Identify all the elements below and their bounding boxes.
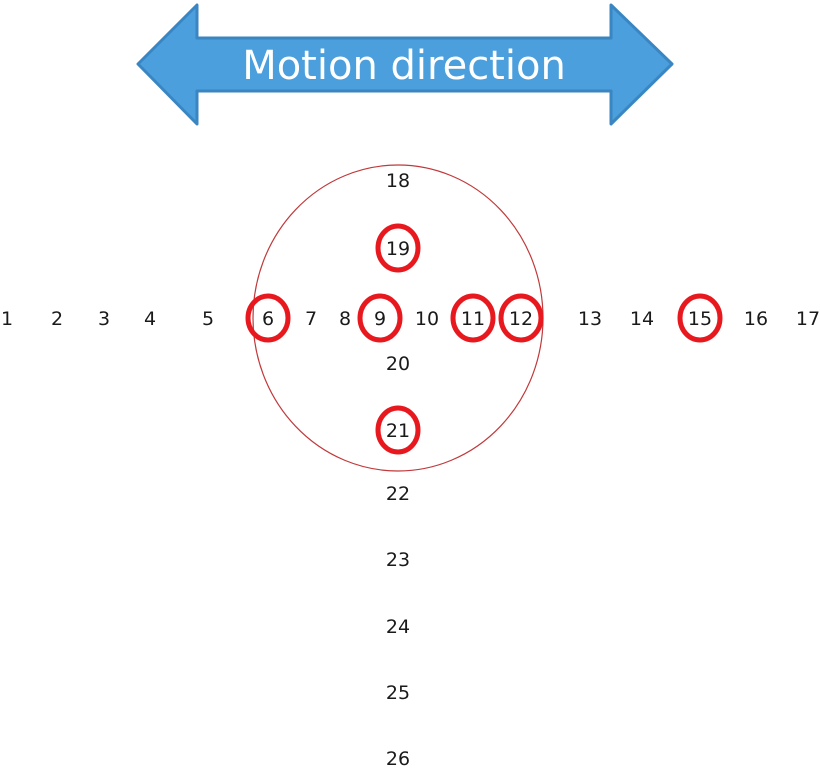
vertical-point-label: 25 [386,682,410,704]
vertical-point: 24 [386,616,410,638]
horizontal-point-label: 11 [461,308,485,330]
vertical-point-column: 18 19 20 21 22 23 24 25 26 [375,170,421,768]
highlight-circle [375,223,421,273]
vertical-point: 20 [386,353,410,375]
horizontal-point-label: 1 [1,308,13,330]
highlight-circle [357,293,403,343]
horizontal-point-label: 2 [51,308,63,330]
horizontal-point: 8 [339,308,351,330]
horizontal-point-label: 8 [339,308,351,330]
vertical-point-label: 18 [386,170,410,192]
vertical-point-label: 22 [386,483,410,505]
horizontal-point: 12 [498,293,544,343]
vertical-point: 18 [386,170,410,192]
motion-direction-arrow: Motion direction [136,3,674,126]
horizontal-point: 10 [415,308,439,330]
horizontal-point-label: 9 [374,308,386,330]
double-arrow-icon [136,3,674,126]
horizontal-point-label: 16 [744,308,768,330]
vertical-point: 19 [375,223,421,273]
vertical-point-label: 23 [386,549,410,571]
highlight-circle [677,293,723,343]
horizontal-point-label: 17 [796,308,820,330]
horizontal-point-label: 7 [305,308,317,330]
horizontal-point-label: 14 [630,308,654,330]
vertical-point: 21 [375,405,421,455]
vertical-point-label: 24 [386,616,410,638]
horizontal-point: 5 [202,308,214,330]
horizontal-point: 7 [305,308,317,330]
horizontal-point: 1 [1,308,13,330]
horizontal-point: 14 [630,308,654,330]
horizontal-point: 16 [744,308,768,330]
horizontal-point: 17 [796,308,820,330]
horizontal-point-label: 10 [415,308,439,330]
vertical-point: 22 [386,483,410,505]
horizontal-point-label: 4 [144,308,156,330]
vertical-point-label: 26 [386,748,410,768]
horizontal-point: 3 [98,308,110,330]
horizontal-point-label: 6 [262,308,274,330]
highlight-circle [498,293,544,343]
horizontal-point-label: 12 [509,308,533,330]
horizontal-point: 15 [677,293,723,343]
vertical-point-label: 19 [386,238,410,260]
highlight-circle [375,405,421,455]
vertical-point: 25 [386,682,410,704]
vertical-point-label: 20 [386,353,410,375]
vertical-point: 26 [386,748,410,768]
horizontal-point: 13 [578,308,602,330]
horizontal-point-label: 5 [202,308,214,330]
vertical-point-label: 21 [386,420,410,442]
horizontal-point-label: 13 [578,308,602,330]
highlight-circle [450,293,496,343]
horizontal-point: 11 [450,293,496,343]
horizontal-point-label: 15 [688,308,712,330]
horizontal-point: 2 [51,308,63,330]
horizontal-point: 6 [245,293,291,343]
horizontal-point: 4 [144,308,156,330]
highlight-circle [245,293,291,343]
horizontal-point-label: 3 [98,308,110,330]
horizontal-point: 9 [357,293,403,343]
vertical-point: 23 [386,549,410,571]
motion-direction-label: Motion direction [242,43,566,89]
